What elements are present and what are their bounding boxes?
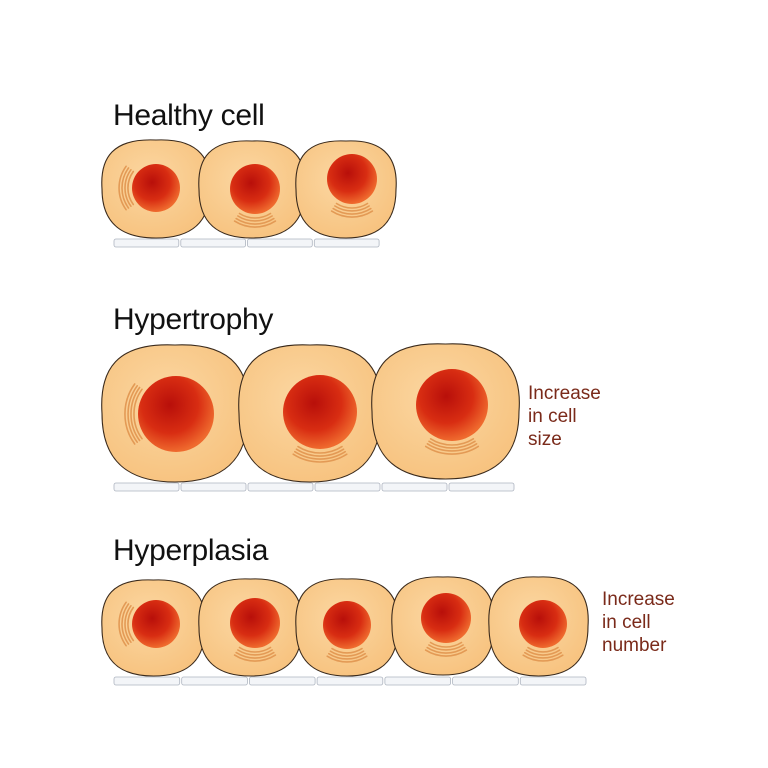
nucleus <box>327 154 377 204</box>
annotation-line: size <box>528 429 562 450</box>
nucleus <box>138 376 214 452</box>
organelle-arcs <box>233 212 277 228</box>
annotation-increase-in-cell-number: Increase in cell number <box>602 588 675 657</box>
hyperplastic-cell <box>391 576 495 676</box>
annotation-line: Increase <box>528 383 601 404</box>
section-title-healthy: Healthy cell <box>113 99 265 132</box>
hyperplastic-cell <box>198 578 303 677</box>
healthy-cell <box>198 140 306 239</box>
annotation-line: in cell <box>602 612 651 633</box>
nucleus <box>416 369 488 441</box>
organelle-arcs <box>292 445 348 463</box>
organelle-arcs <box>118 601 135 647</box>
row-hyperplasia-cells <box>101 576 589 686</box>
organelle-arcs <box>118 165 135 211</box>
nucleus <box>323 601 371 649</box>
row-healthy-cells <box>101 139 397 248</box>
basement-membrane <box>113 676 587 686</box>
row-hypertrophy-cells <box>101 343 520 492</box>
basement-membrane <box>113 482 515 492</box>
organelle-arcs <box>424 641 468 657</box>
nucleus <box>230 164 280 214</box>
organelle-arcs <box>326 647 368 663</box>
healthy-cell <box>101 139 211 239</box>
hyperplastic-cell <box>295 578 399 677</box>
basement-membrane <box>113 238 380 248</box>
hypertrophic-cell <box>238 344 382 483</box>
section-title-hypertrophy: Hypertrophy <box>113 303 274 336</box>
hyperplastic-cell <box>101 579 206 677</box>
nucleus <box>283 375 357 449</box>
nucleus <box>519 600 567 648</box>
organelle-arcs <box>522 646 564 662</box>
organelle-arcs <box>424 438 480 455</box>
nucleus <box>421 593 471 643</box>
organelle-arcs <box>124 383 143 445</box>
annotation-increase-in-cell-size: Increase in cell size <box>528 382 601 451</box>
organelle-arcs <box>330 202 374 218</box>
section-title-hyperplasia: Hyperplasia <box>113 534 269 567</box>
hypertrophic-cell <box>101 344 249 483</box>
nucleus <box>230 598 280 648</box>
healthy-cell <box>295 140 397 239</box>
nucleus <box>132 164 180 212</box>
nucleus <box>132 600 180 648</box>
organelle-arcs <box>233 646 277 662</box>
hypertrophic-cell <box>371 343 520 480</box>
annotation-line: Increase <box>602 589 675 610</box>
annotation-line: number <box>602 635 667 656</box>
annotation-line: in cell <box>528 406 577 427</box>
hyperplastic-cell <box>488 576 589 677</box>
